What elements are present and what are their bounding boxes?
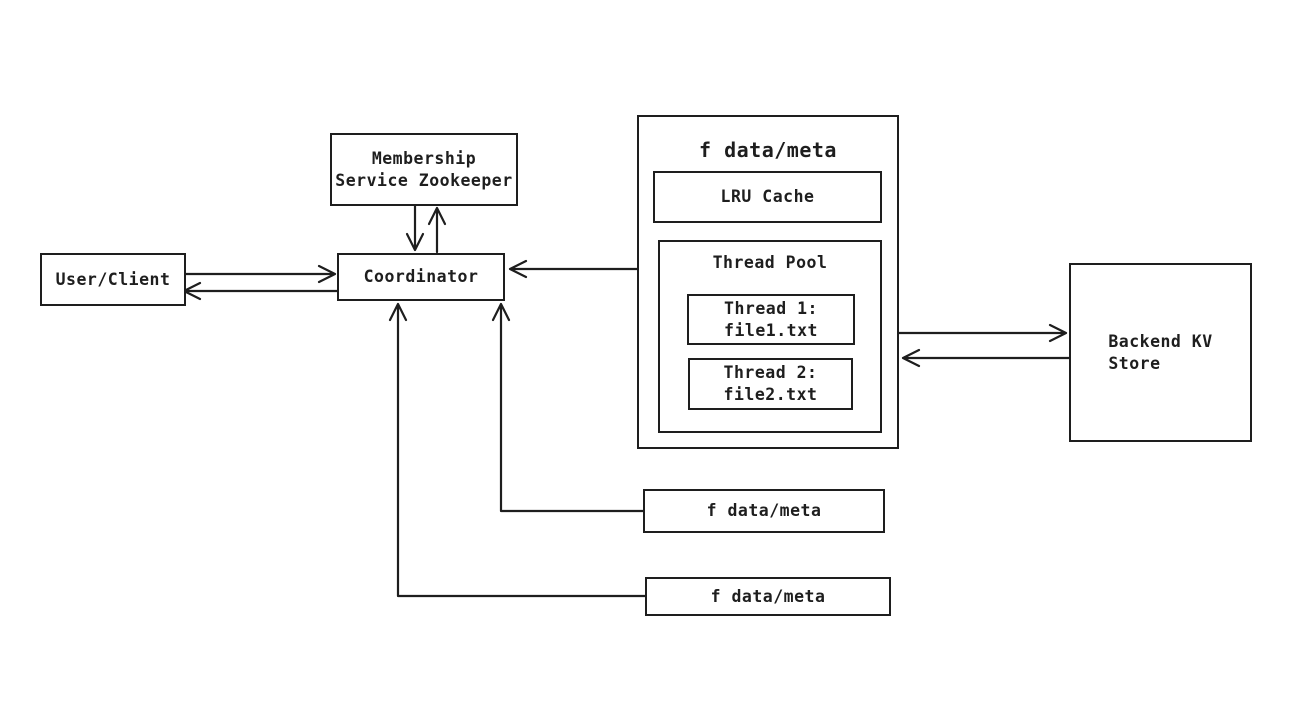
thread-pool-title: Thread Pool: [712, 253, 828, 272]
arrow-worker-to-coordinator: [508, 259, 639, 279]
f-data-meta-1-label: f data/meta: [706, 501, 822, 521]
node-user-client: User/Client: [40, 253, 186, 306]
arrow-coordinator-to-user-client: [182, 281, 340, 301]
arrow-worker-to-backend-kv: [897, 323, 1068, 343]
arrow-membership-to-coordinator: [405, 204, 425, 252]
user-client-label: User/Client: [55, 269, 171, 289]
thread-2-label: Thread 2: file2.txt: [723, 363, 818, 404]
node-backend-kv-store: Backend KV Store: [1069, 263, 1252, 442]
node-thread-1: Thread 1: file1.txt: [687, 294, 855, 345]
node-f-data-meta-1: f data/meta: [643, 489, 885, 533]
worker-title: f data/meta: [699, 138, 837, 162]
arrow-backend-kv-to-worker: [901, 348, 1071, 368]
node-thread-2: Thread 2: file2.txt: [688, 358, 853, 410]
lru-cache-label: LRU Cache: [720, 187, 815, 207]
thread-1-label: Thread 1: file1.txt: [724, 298, 818, 340]
arrow-user-client-to-coordinator: [184, 264, 337, 284]
arrow-f-data-1-to-coordinator: [491, 302, 645, 513]
node-lru-cache: LRU Cache: [653, 171, 882, 223]
coordinator-label: Coordinator: [363, 267, 479, 287]
node-f-data-meta-2: f data/meta: [645, 577, 891, 616]
node-membership-service-zookeeper: Membership Service Zookeeper: [330, 133, 518, 206]
node-coordinator: Coordinator: [337, 253, 505, 301]
membership-label: Membership Service Zookeeper: [335, 148, 513, 190]
arrow-f-data-2-to-coordinator: [388, 302, 647, 598]
f-data-meta-2-label: f data/meta: [710, 586, 826, 606]
arrow-coordinator-to-membership: [427, 206, 447, 254]
backend-kv-label: Backend KV Store: [1108, 331, 1213, 373]
